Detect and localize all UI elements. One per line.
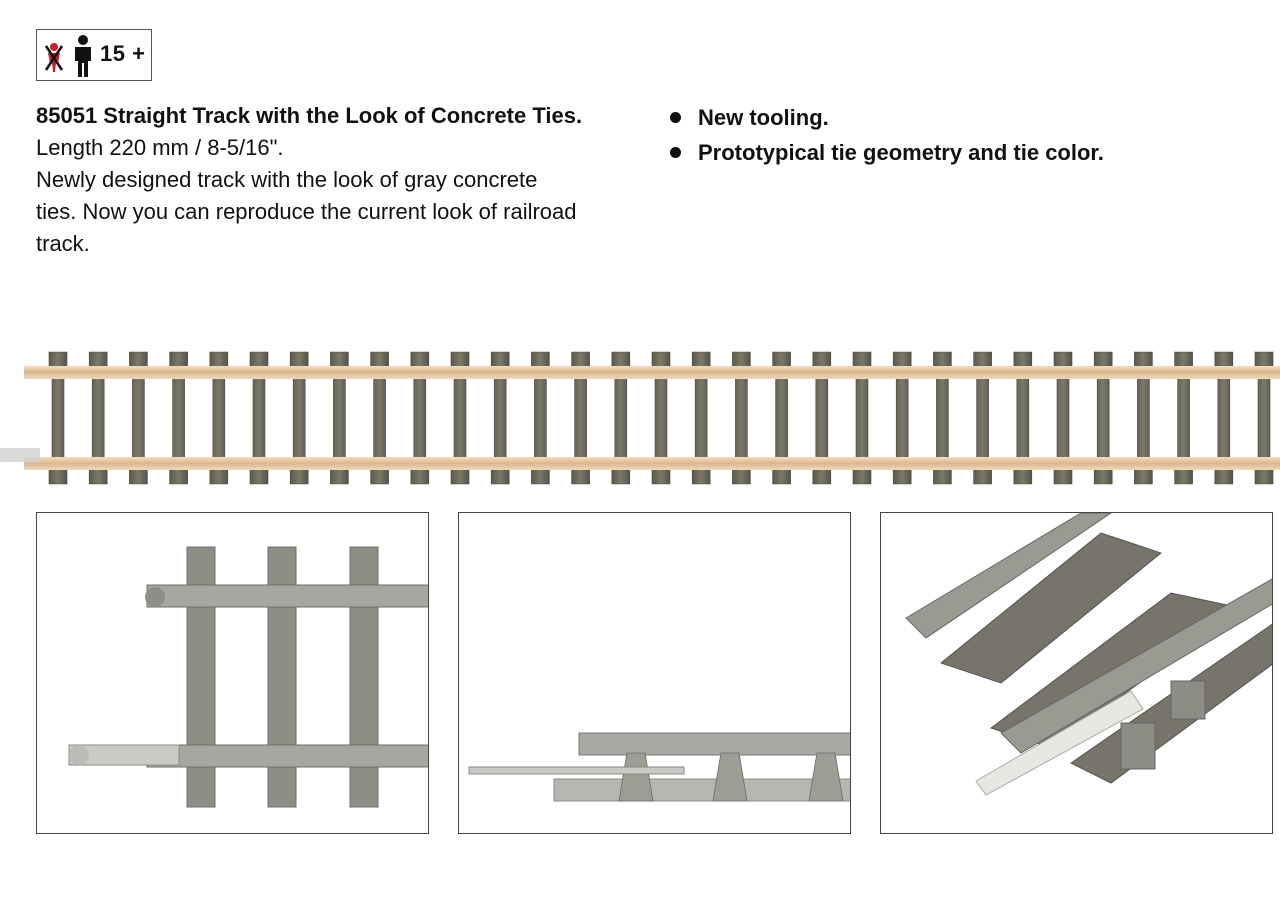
product-title: 85051 Straight Track with the Look of Co… <box>36 103 583 128</box>
description-line: Newly designed track with the look of gr… <box>36 167 538 192</box>
detail-top-view <box>36 512 429 834</box>
feature-item: New tooling. <box>668 100 1104 135</box>
feature-list: New tooling. Prototypical tie geometry a… <box>668 100 1104 170</box>
track-ties <box>48 351 1274 485</box>
child-crossed-icon <box>44 43 64 72</box>
age-label: 15 + <box>100 41 146 66</box>
age-icons <box>44 35 91 77</box>
product-length: Length 220 mm / 8-5/16". <box>36 135 284 160</box>
product-description: 85051 Straight Track with the Look of Co… <box>36 100 656 260</box>
side-view-drawing <box>468 732 850 802</box>
rail-bottom <box>24 457 1280 470</box>
detail-perspective-view <box>880 512 1273 834</box>
rail-top <box>24 366 1280 379</box>
person-icon <box>75 35 91 77</box>
description-line: track. <box>36 231 90 256</box>
description-line: ties. Now you can reproduce the current … <box>36 199 577 224</box>
detail-side-view <box>458 512 851 834</box>
track-image <box>0 351 1280 485</box>
age-recommendation-badge: 15 + <box>36 29 152 81</box>
feature-item: Prototypical tie geometry and tie color. <box>668 135 1104 170</box>
rail-joiner <box>0 448 40 462</box>
top-view-drawing <box>68 546 428 808</box>
perspective-view-drawing <box>905 513 1272 796</box>
